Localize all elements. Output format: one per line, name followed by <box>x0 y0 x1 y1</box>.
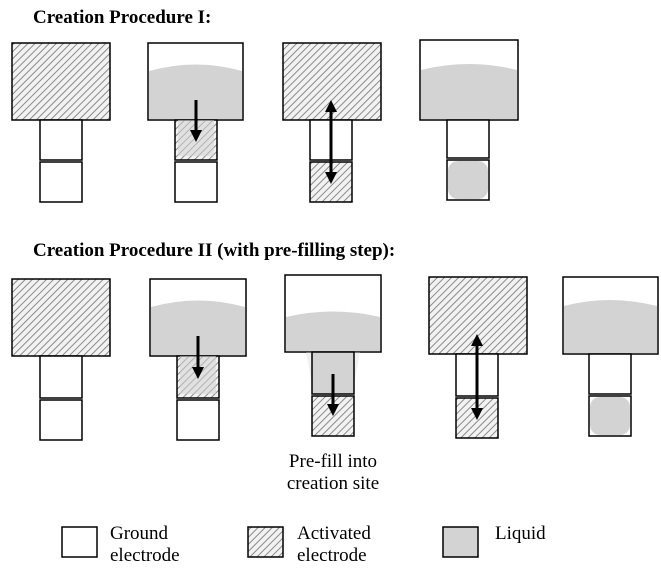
electrode-ground <box>176 399 220 441</box>
reservoir-liquid <box>286 311 380 351</box>
prefill-caption: Pre-fill into creation site <box>273 451 393 495</box>
legend-activated-line2: electrode <box>297 545 367 566</box>
legend-label-liquid: Liquid <box>495 523 546 545</box>
procedure-2-title: Creation Procedure II (with pre-filling … <box>33 240 396 261</box>
electrode-ground <box>446 119 490 159</box>
proc2-step1 <box>11 278 111 441</box>
droplet <box>448 161 488 199</box>
legend-label-ground: Ground electrode <box>110 523 180 567</box>
legend-ground-line2: electrode <box>110 545 180 566</box>
legend-activated-line1: Activated <box>297 523 371 544</box>
electrode-ground <box>174 161 218 203</box>
proc2-step3 <box>284 274 382 437</box>
electrode-ground <box>588 353 632 395</box>
legend-swatch-ground <box>61 526 98 558</box>
prefill-caption-line1: Pre-fill into <box>288 451 378 472</box>
proc2-step4 <box>428 276 528 439</box>
procedure-1-title: Creation Procedure I: <box>33 7 212 28</box>
reservoir-liquid <box>564 300 657 353</box>
proc1-step1 <box>11 42 111 203</box>
reservoir-liquid <box>421 64 517 119</box>
proc1-step4 <box>419 39 519 201</box>
proc1-step3 <box>282 42 382 203</box>
electrode-ground <box>39 399 83 441</box>
electrode-ground <box>39 119 83 161</box>
legend-swatch-activated <box>247 526 284 558</box>
electrode-ground <box>39 355 83 399</box>
electrode-ground <box>39 161 83 203</box>
legend-label-activated: Activated electrode <box>297 523 371 567</box>
reservoir-liquid <box>149 64 242 119</box>
reservoir-activated <box>11 42 111 121</box>
proc1-step2 <box>147 42 244 203</box>
legend-ground-line1: Ground <box>110 523 169 544</box>
droplet <box>590 397 630 435</box>
reservoir-liquid <box>151 300 245 355</box>
prefill-caption-line2: creation site <box>286 473 380 494</box>
legend-liquid-line1: Liquid <box>495 523 546 544</box>
legend-swatch-liquid <box>442 526 479 558</box>
proc2-step2 <box>149 278 247 441</box>
proc2-step5 <box>562 276 659 437</box>
reservoir-activated <box>11 278 111 357</box>
